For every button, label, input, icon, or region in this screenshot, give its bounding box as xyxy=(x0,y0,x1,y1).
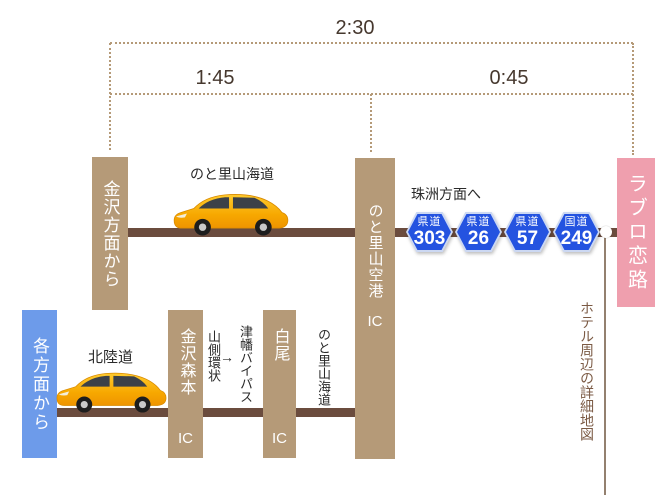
second-leg-time-label: 0:45 xyxy=(489,67,529,89)
bracket-total-line xyxy=(110,42,633,44)
node-kanazawa-morimoto-ic: 金沢森本 IC xyxy=(168,310,203,458)
shield-type: 国道 xyxy=(564,215,589,228)
node-noto-airport-ic: のと里山空港 IC xyxy=(355,158,395,459)
route-direction-arrow-icon: → xyxy=(220,349,234,365)
node-kanazawa-morimoto-label: 金沢森本 xyxy=(177,328,195,396)
node-shirao-label: 白尾 xyxy=(271,328,289,362)
node-noto-airport-label: のと里山空港 xyxy=(366,203,384,299)
label-noto-satoyama-kaido-bottom: のと里山海道 xyxy=(316,328,331,406)
total-time-label: 2:30 xyxy=(335,17,375,39)
shield-kendo-57-icon: 県道 57 xyxy=(504,212,551,252)
shield-number: 249 xyxy=(560,227,593,249)
node-shirao-ic: 白尾 IC xyxy=(263,310,296,458)
bracket-middle-tick xyxy=(370,94,372,152)
node-noto-airport-ic-label: IC xyxy=(367,313,383,330)
label-tsubata-bypass: 津幡バイパス xyxy=(238,325,253,403)
yellow-car-icon-bottom xyxy=(56,372,167,413)
label-yamagawa-loop: 山側環状 xyxy=(206,330,221,382)
label-hokuriku-expressway: 北陸道 xyxy=(88,349,134,366)
shield-number: 303 xyxy=(413,227,446,249)
node-from-all-directions: 各方面から xyxy=(22,310,57,458)
node-from-kanazawa: 金沢方面から xyxy=(92,157,128,310)
node-destination-lovelo-koiji: ラブロ恋路 xyxy=(617,158,655,307)
first-leg-time-label: 1:45 xyxy=(195,67,235,89)
bottom-road-line xyxy=(57,408,367,417)
label-noto-satoyama-kaido-top: のと里山海道 xyxy=(190,166,274,182)
shield-number: 57 xyxy=(516,227,539,249)
shield-kendo-26-icon: 県道 26 xyxy=(455,212,502,252)
shield-type: 県道 xyxy=(466,215,491,228)
yellow-car-icon-top xyxy=(173,193,289,236)
label-suzu-direction: 珠洲方面へ xyxy=(411,186,481,202)
shield-kendo-303-icon: 県道 303 xyxy=(406,212,453,252)
node-from-all-directions-label: 各方面から xyxy=(30,336,49,432)
label-hotel-area-map: ホテル周辺の詳細地図 xyxy=(579,301,595,441)
shield-type: 県道 xyxy=(417,215,442,228)
node-from-kanazawa-label: 金沢方面から xyxy=(100,179,120,288)
hotel-map-connector-line xyxy=(604,233,606,495)
node-kanazawa-morimoto-ic-label: IC xyxy=(178,430,193,447)
node-destination-label: ラブロ恋路 xyxy=(624,172,647,293)
bracket-right-tick xyxy=(632,43,634,155)
destination-dot xyxy=(600,226,612,238)
node-shirao-ic-label: IC xyxy=(272,430,287,447)
shield-type: 県道 xyxy=(515,215,540,228)
route-shield-group: 県道 303 県道 26 県道 57 国道 249 xyxy=(406,212,600,252)
bracket-left-tick xyxy=(109,43,111,150)
shield-number: 26 xyxy=(467,227,490,249)
shield-kokudo-249-icon: 国道 249 xyxy=(553,212,600,252)
